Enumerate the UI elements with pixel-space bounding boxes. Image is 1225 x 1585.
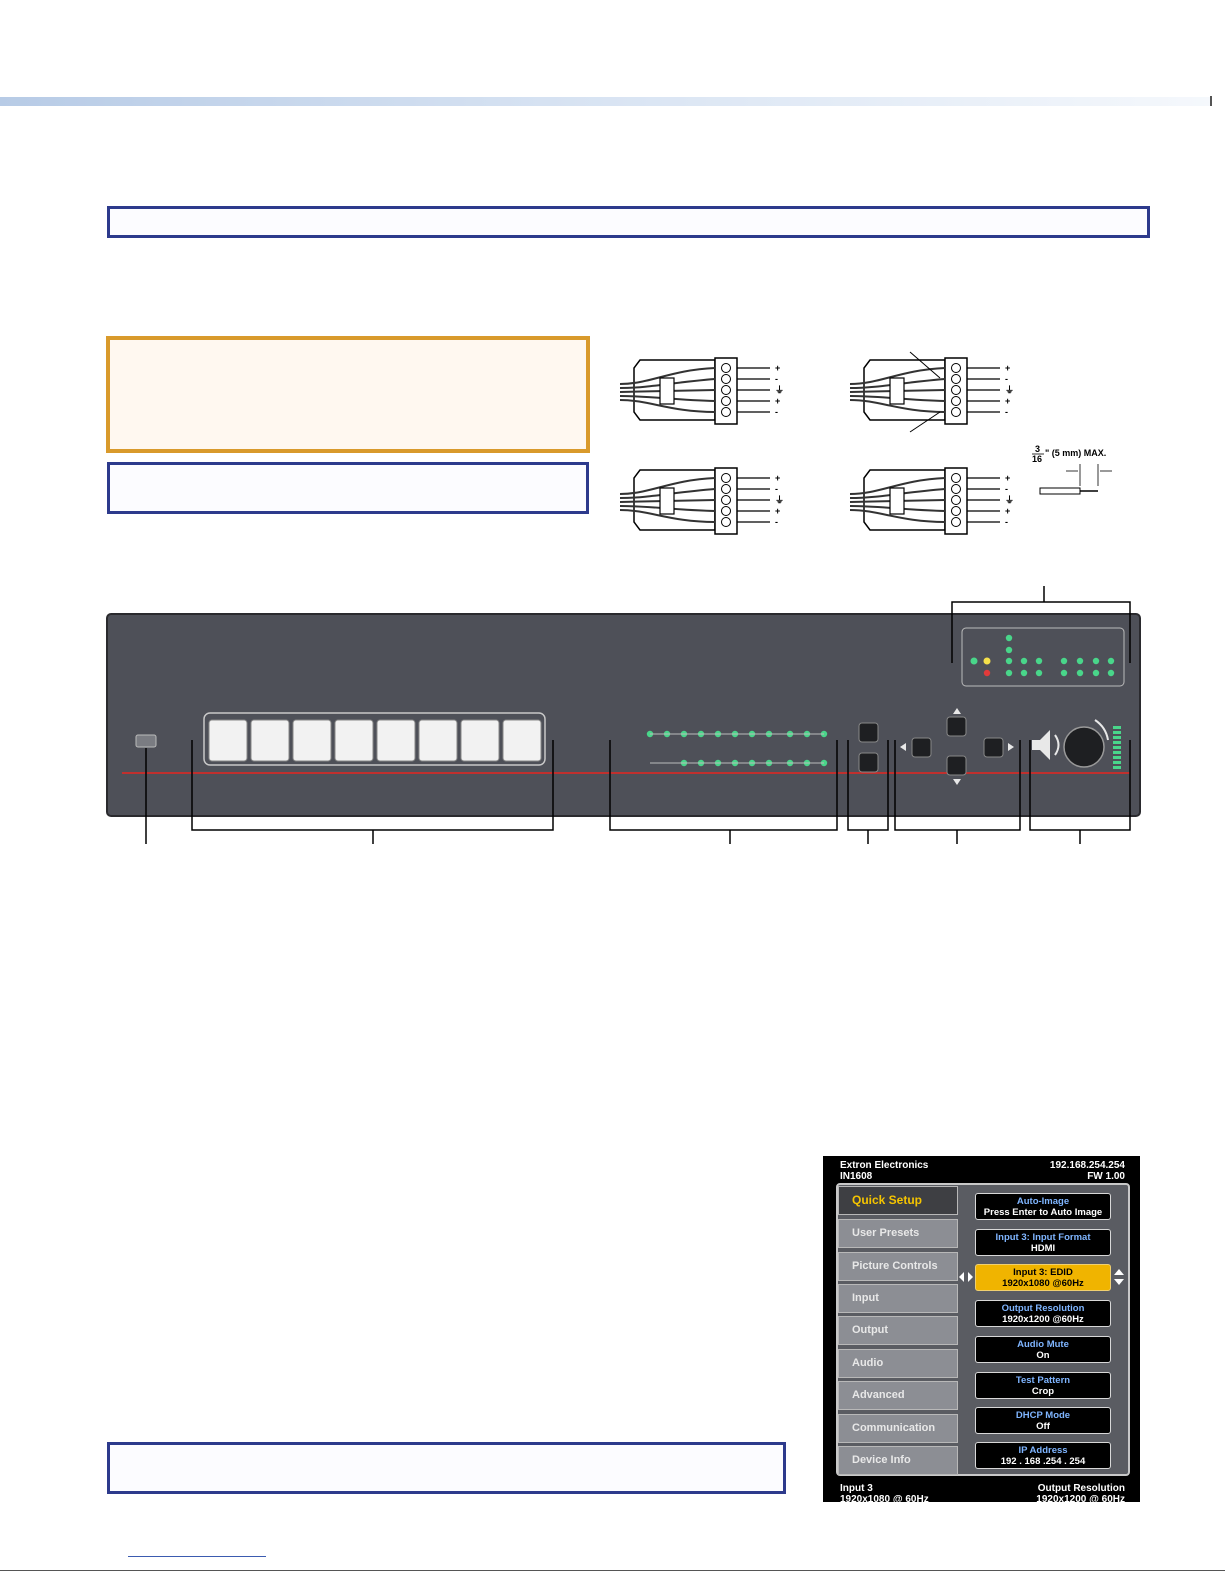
option-value: Press Enter to Auto Image xyxy=(983,1207,1103,1218)
option-value: HDMI xyxy=(1030,1243,1056,1254)
menu-tab-advanced[interactable]: Advanced xyxy=(838,1381,958,1410)
front-panel-diagram xyxy=(106,586,1141,844)
left-right-arrows-icon xyxy=(959,1272,973,1282)
polarity-label: + xyxy=(1005,506,1010,516)
menu-tab-device-info[interactable]: Device Info xyxy=(838,1446,958,1475)
note-box-top xyxy=(107,206,1150,238)
polarity-label: - xyxy=(1005,407,1008,417)
option-title: IP Address xyxy=(1018,1445,1068,1456)
polarity-label: - xyxy=(1005,484,1008,494)
osd-footer-input-resolution: 1920x1080 @ 60Hz xyxy=(840,1494,929,1505)
option-title: Auto-Image xyxy=(1016,1196,1070,1207)
osd-footer-output-resolution: 1920x1200 @ 60Hz xyxy=(1036,1494,1125,1505)
strip-fraction-numerator: 3 xyxy=(1035,444,1040,454)
option-title: Output Resolution xyxy=(1001,1303,1085,1314)
option-value: 1920x1200 @60Hz xyxy=(1002,1314,1084,1325)
caution-box xyxy=(106,336,590,453)
footer-rule xyxy=(0,1570,1225,1571)
polarity-label: - xyxy=(1005,517,1008,527)
menu-tab-output[interactable]: Output xyxy=(838,1316,958,1345)
polarity-label: - xyxy=(1005,374,1008,384)
polarity-label: + xyxy=(1005,473,1010,483)
option-title: Input 3: Input Format xyxy=(995,1232,1091,1243)
option-title: Input 3: EDID xyxy=(1013,1267,1073,1278)
osd-firmware: FW 1.00 xyxy=(1087,1171,1125,1182)
osd-footer-input: Input 3 xyxy=(840,1483,873,1494)
option-value: Crop xyxy=(1031,1386,1055,1397)
menu-tab-user-presets[interactable]: User Presets xyxy=(838,1219,958,1248)
menu-tab-input[interactable]: Input xyxy=(838,1284,958,1313)
strip-fraction-denominator: 16 xyxy=(1032,454,1042,464)
polarity-label: + xyxy=(775,396,780,406)
strip-length-text: " (5 mm) MAX. xyxy=(1045,448,1106,458)
header-tick xyxy=(1210,96,1212,106)
polarity-label: - xyxy=(775,484,778,494)
note-box-bottom xyxy=(107,1442,786,1494)
polarity-label: ⏚ xyxy=(775,385,784,395)
option-title: Audio Mute xyxy=(1017,1339,1069,1350)
osd-ip: 192.168.254.254 xyxy=(1049,1160,1125,1171)
polarity-label: - xyxy=(775,374,778,384)
option-value: 192 . 168 .254 . 254 xyxy=(1000,1456,1086,1467)
polarity-label: - xyxy=(775,407,778,417)
menu-tab-picture-controls[interactable]: Picture Controls xyxy=(838,1252,958,1281)
up-down-arrows-icon xyxy=(1114,1269,1124,1285)
audio-connector-wiring-diagram: + - ⏚ + - + - ⏚ + - + - ⏚ + - + - ⏚ + - … xyxy=(620,351,1112,535)
option-value: 1920x1080 @60Hz xyxy=(1002,1278,1084,1289)
header-band xyxy=(0,97,1212,106)
osd-footer-output-label: Output Resolution xyxy=(1037,1483,1125,1494)
osd-company: Extron Electronics xyxy=(840,1160,929,1171)
menu-tab-audio[interactable]: Audio xyxy=(838,1349,958,1378)
option-value: Off xyxy=(1036,1421,1050,1432)
option-value: On xyxy=(1036,1350,1050,1361)
polarity-label: ⏚ xyxy=(1005,495,1014,505)
polarity-label: + xyxy=(1005,396,1010,406)
footer-link-underline[interactable] xyxy=(128,1556,266,1557)
option-title: DHCP Mode xyxy=(1015,1410,1071,1421)
polarity-label: + xyxy=(1005,363,1010,373)
menu-tab-quick-setup[interactable]: Quick Setup xyxy=(838,1186,958,1215)
polarity-label: + xyxy=(775,506,780,516)
polarity-label: + xyxy=(775,473,780,483)
note-box-middle xyxy=(107,462,589,514)
polarity-label: - xyxy=(775,517,778,527)
option-title: Test Pattern xyxy=(1015,1375,1071,1386)
osd-model: IN1608 xyxy=(840,1171,873,1182)
menu-tab-communication[interactable]: Communication xyxy=(838,1414,958,1443)
polarity-label: + xyxy=(775,363,780,373)
polarity-label: ⏚ xyxy=(1005,385,1014,395)
polarity-label: ⏚ xyxy=(775,495,784,505)
